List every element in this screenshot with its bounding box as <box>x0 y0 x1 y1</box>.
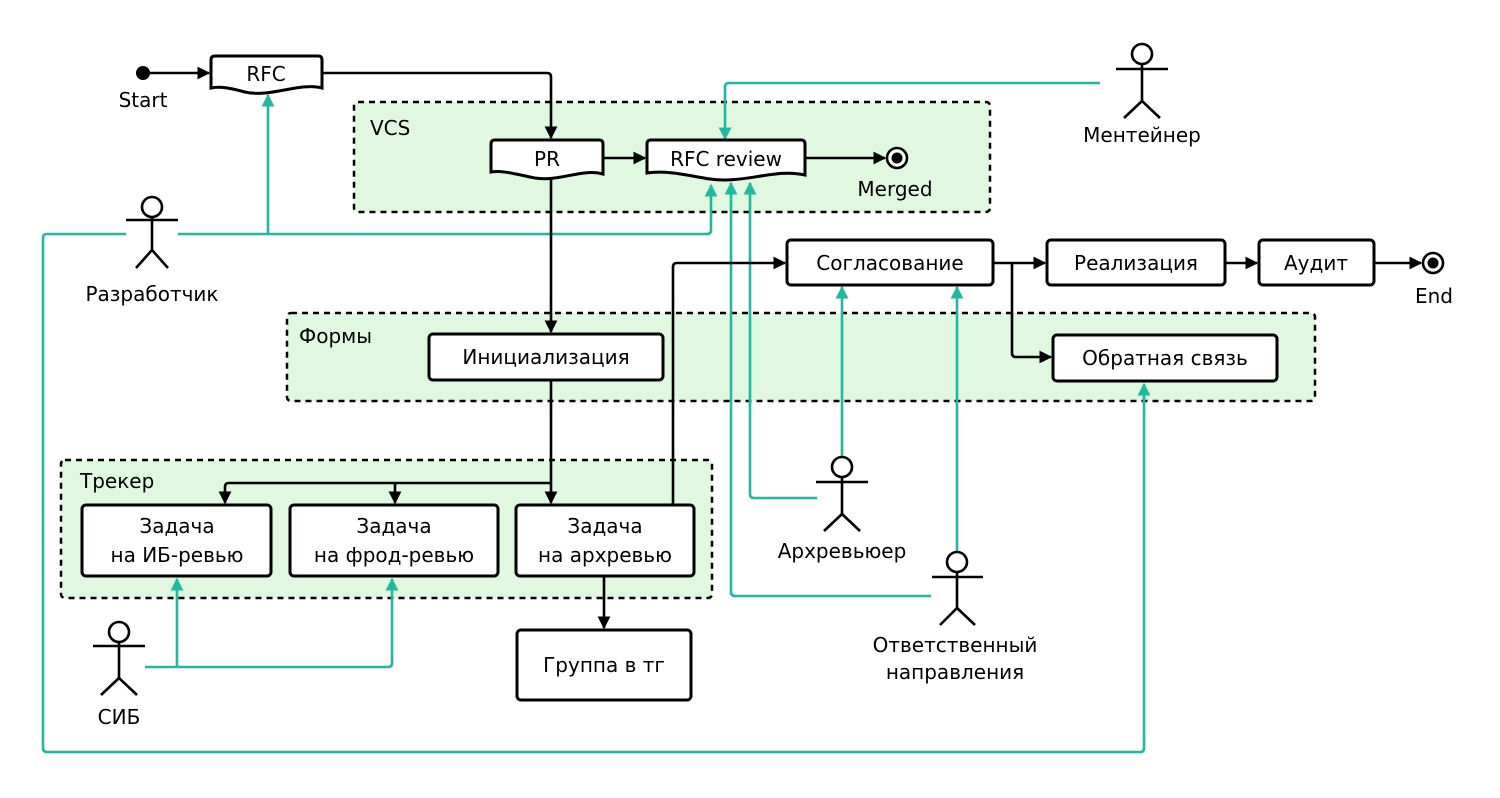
actor-arch-reviewer-icon <box>816 455 868 532</box>
actor-maintainer-icon <box>1116 42 1168 119</box>
actor-arch-reviewer[interactable]: Архревьюер <box>778 455 907 563</box>
node-approval-label: Согласование <box>816 251 963 275</box>
node-task-arch[interactable]: Задача на архревью <box>514 503 696 578</box>
node-task-arch-line1: Задача <box>567 514 642 538</box>
actor-developer-icon <box>126 195 178 269</box>
node-implementation[interactable]: Реализация <box>1045 238 1227 287</box>
node-feedback-label: Обратная связь <box>1082 346 1248 370</box>
flow-approval-to-feedback <box>1010 263 1053 364</box>
container-forms-label: Формы <box>299 324 372 348</box>
node-task-arch-line2: на архревью <box>538 543 672 567</box>
actor-sib-icon <box>93 620 145 696</box>
node-audit[interactable]: Аудит <box>1257 238 1376 287</box>
actor-maintainer[interactable]: Ментейнер <box>1083 42 1201 147</box>
node-task-ib-line2: на ИБ-ревью <box>111 543 244 567</box>
node-rfc-review[interactable]: RFC review <box>645 138 807 182</box>
actor-owner-icon <box>932 550 983 626</box>
node-tg-group-label: Группа в тг <box>543 653 665 677</box>
node-rfc-review-label: RFC review <box>670 147 782 171</box>
node-task-fraud-line2: на фрод-ревью <box>314 543 474 567</box>
flow-rfc-to-pr <box>322 71 558 140</box>
node-task-fraud-line1: Задача <box>356 514 431 538</box>
actor-sib[interactable]: СИБ <box>93 620 145 729</box>
node-audit-label: Аудит <box>1284 251 1348 275</box>
node-rfc[interactable]: RFC <box>209 54 324 95</box>
assoc-maintainer-to-rfc-review <box>718 81 1100 141</box>
container-vcs-label: VCS <box>370 116 410 140</box>
merged-label: Merged <box>857 177 932 201</box>
node-task-ib[interactable]: Задача на ИБ-ревью <box>80 503 273 578</box>
actor-maintainer-label: Ментейнер <box>1083 123 1201 147</box>
node-pr[interactable]: PR <box>489 138 605 181</box>
node-task-ib-line1: Задача <box>139 514 214 538</box>
actor-developer[interactable]: Разработчик <box>85 195 219 306</box>
actor-arch-reviewer-label: Архревьюер <box>778 539 907 563</box>
node-implementation-label: Реализация <box>1074 251 1198 275</box>
actor-owner-label-line2: направления <box>886 660 1024 684</box>
start-label: Start <box>119 88 168 112</box>
node-task-fraud[interactable]: Задача на фрод-ревью <box>288 503 500 578</box>
actor-associations <box>41 81 1151 754</box>
merged-node: Merged <box>857 146 933 201</box>
flow-arrows <box>148 66 1423 630</box>
node-approval[interactable]: Согласование <box>785 238 995 287</box>
node-init[interactable]: Инициализация <box>427 332 665 382</box>
actor-sib-label: СИБ <box>98 705 141 729</box>
node-pr-label: PR <box>534 147 560 171</box>
end-node: End <box>1415 251 1453 308</box>
start-node: Start <box>119 66 168 112</box>
node-feedback[interactable]: Обратная связь <box>1051 333 1279 383</box>
actor-developer-label: Разработчик <box>85 282 218 306</box>
node-tg-group[interactable]: Группа в тг <box>515 628 693 702</box>
assoc-owner-to-rfc-review <box>724 181 931 598</box>
assoc-developer-to-rfc-review <box>178 183 718 236</box>
end-label: End <box>1415 284 1453 308</box>
actor-owner[interactable]: Ответственный направления <box>873 550 1038 684</box>
actor-owner-label-line1: Ответственный <box>873 633 1038 657</box>
assoc-sib-to-fraud-task <box>145 577 399 669</box>
node-rfc-label: RFC <box>246 62 285 86</box>
assoc-archreviewer-to-rfc-review <box>743 181 817 500</box>
flow-init-to-ib-task <box>218 481 551 505</box>
container-tracker-label: Трекер <box>79 469 154 493</box>
node-init-label: Инициализация <box>462 345 629 369</box>
assoc-developer-to-feedback <box>41 232 1151 754</box>
start-dot-icon <box>136 66 150 80</box>
flow-arch-task-to-approval <box>671 256 787 505</box>
